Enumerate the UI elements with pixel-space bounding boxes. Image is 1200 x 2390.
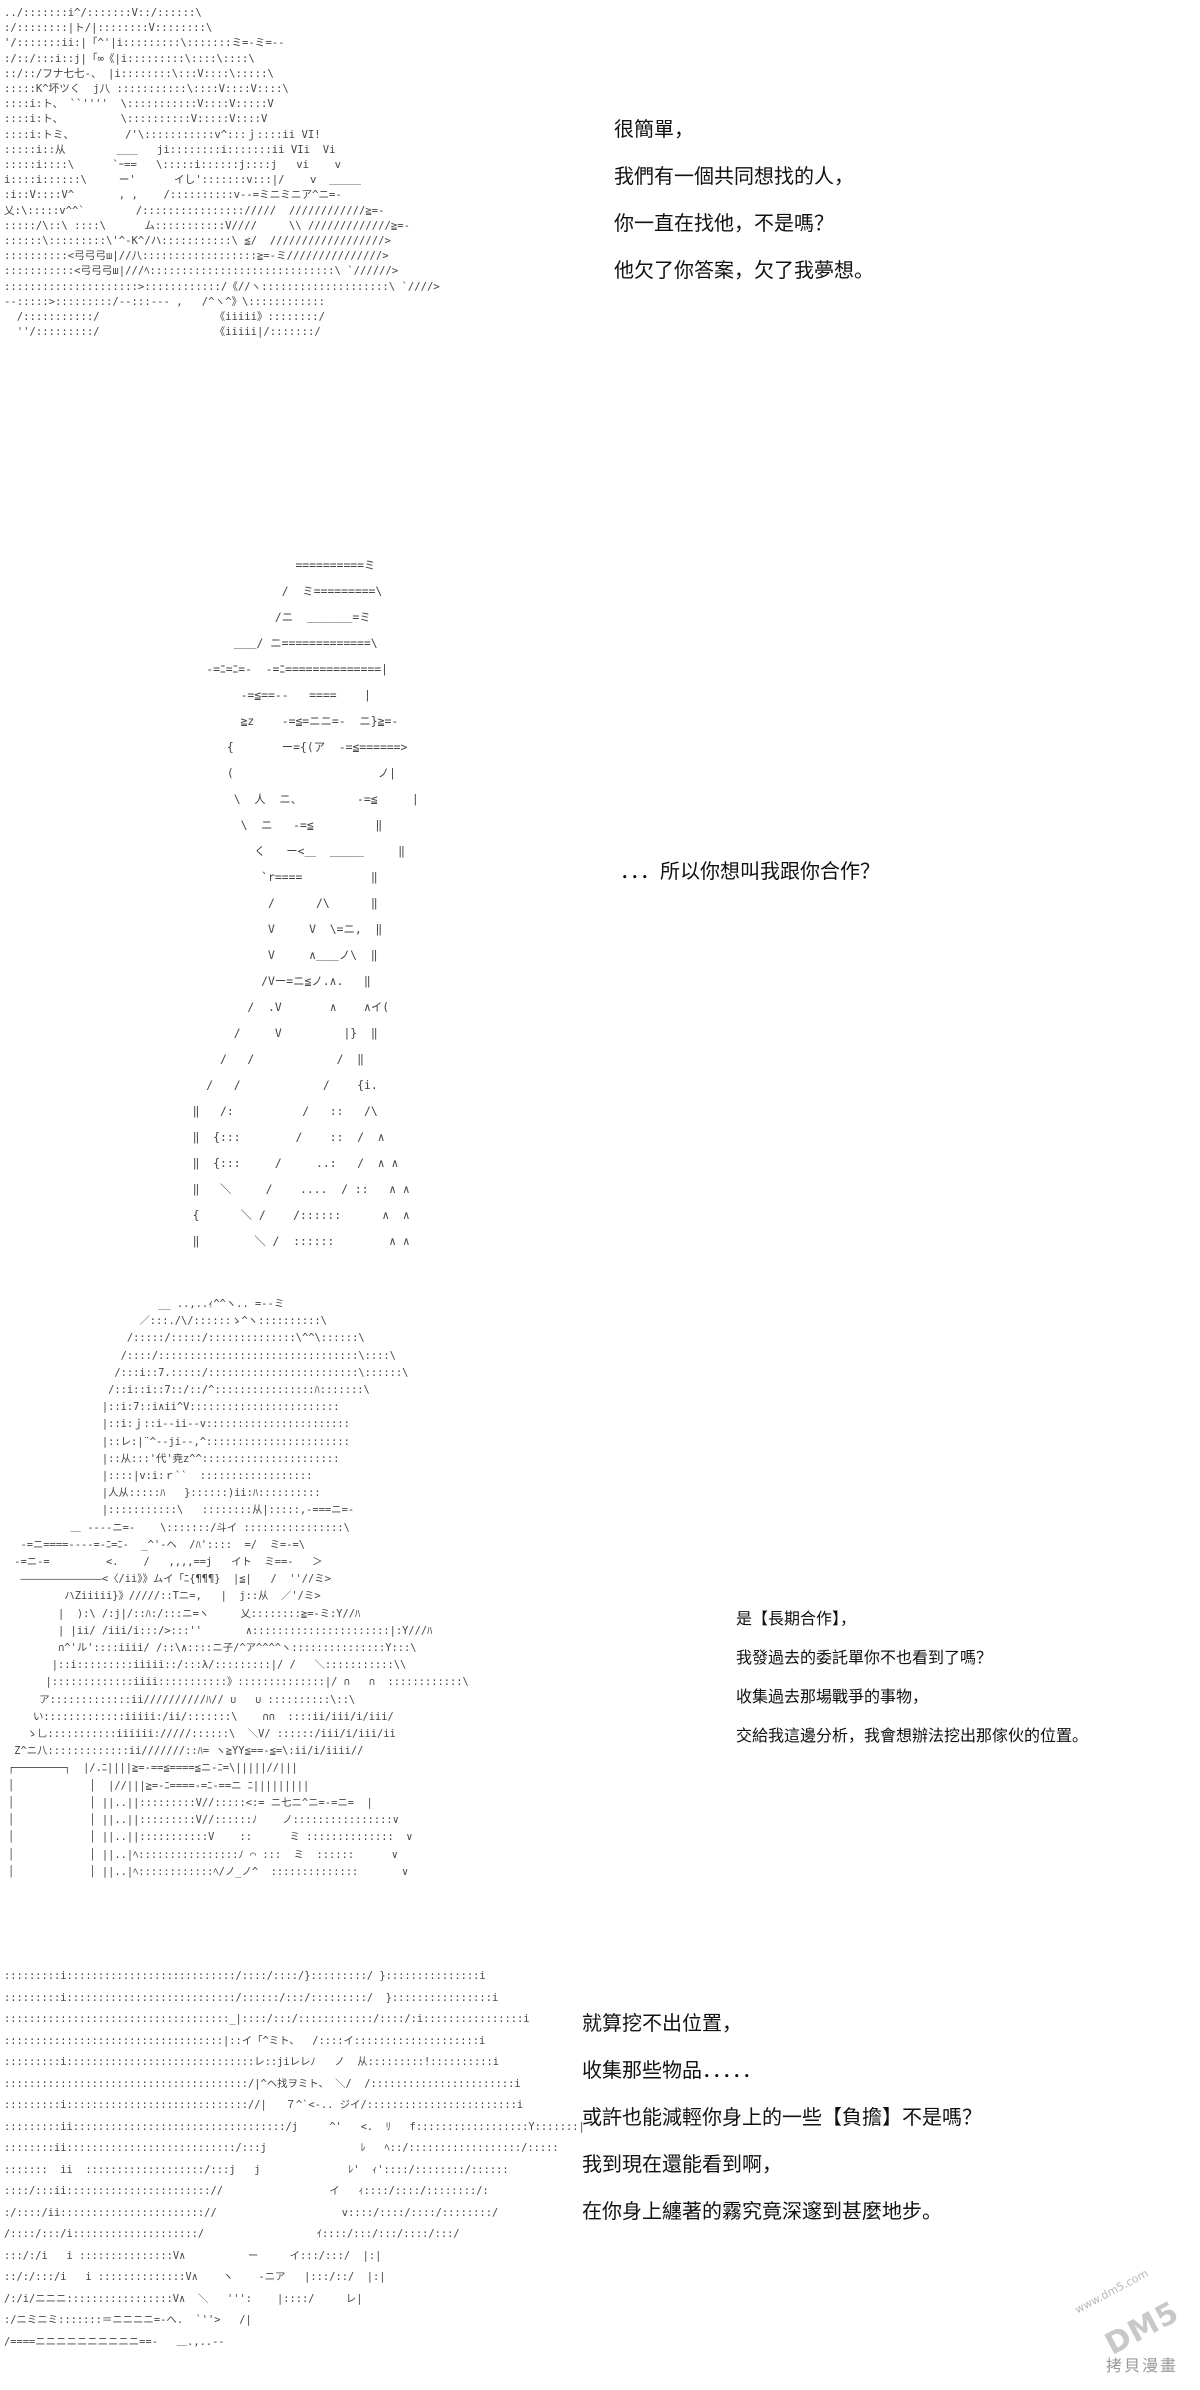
dialogue-line: 收集過去那場戰爭的事物， xyxy=(736,1687,929,1706)
dialogue-block-3: 是【長期合作】， 我發過去的委託單你不也看到了嗎？ 收集過去那場戰爭的事物， 交… xyxy=(736,1599,1088,1755)
ascii-art-seated-figure: __ ..,..ｨ^^ヽ.. =--ミ ／:::./\/::::::ゝ^ヽ:::… xyxy=(8,1298,469,1878)
dialogue-line: ．．．所以你想叫我跟你合作？ xyxy=(620,859,880,883)
panel-1: ../:::::::i^/:::::::V::/::::::\ :/::::::… xyxy=(0,0,1200,540)
dialogue-line: 你一直在找他，不是嗎？ xyxy=(614,211,834,235)
dialogue-line: 我到現在還能看到啊， xyxy=(582,2152,782,2176)
dialogue-line: 交給我這邊分析，我會想辦法挖出那傢伙的位置。 xyxy=(736,1726,1089,1745)
panel-4: :::::::::i:::::::::::::::::::::::::::/::… xyxy=(0,1930,1200,2390)
panel-3: __ ..,..ｨ^^ヽ.. =--ミ ／:::./\/::::::ゝ^ヽ:::… xyxy=(0,1260,1200,1930)
dialogue-block-2: ．．．所以你想叫我跟你合作？ xyxy=(620,848,880,895)
ascii-art-hat-figure: ==========ミ / ミ=========\ /ニ ＿＿＿＿=ミ ＿＿/ … xyxy=(192,558,419,1248)
dialogue-block-1: 很簡單， 我們有一個共同想找的人， 你一直在找他，不是嗎？ 他欠了你答案，欠了我… xyxy=(614,106,874,294)
dialogue-line: 我們有一個共同想找的人， xyxy=(614,164,854,188)
dialogue-line: 在你身上纏著的霧究竟深邃到甚麼地步。 xyxy=(582,2199,942,2223)
dialogue-line: 我發過去的委託單你不也看到了嗎？ xyxy=(736,1648,993,1667)
panel-2: ==========ミ / ミ=========\ /ニ ＿＿＿＿=ミ ＿＿/ … xyxy=(0,540,1200,1260)
dialogue-line: 是【長期合作】， xyxy=(736,1609,857,1628)
ascii-art-closeup-face: :::::::::i:::::::::::::::::::::::::::/::… xyxy=(4,1970,585,2348)
ascii-art-character-pointing: ../:::::::i^/:::::::V::/::::::\ :/::::::… xyxy=(4,7,440,339)
watermark-label: 拷貝漫畫 xyxy=(1105,2356,1178,2375)
dialogue-block-4: 就算挖不出位置， 收集那些物品．．．．． 或許也能減輕你身上的一些【負擔】不是嗎… xyxy=(582,2000,982,2235)
dialogue-line: 就算挖不出位置， xyxy=(582,2011,742,2035)
dialogue-line: 或許也能減輕你身上的一些【負擔】不是嗎？ xyxy=(582,2105,982,2129)
dialogue-line: 收集那些物品．．．．． xyxy=(582,2058,762,2082)
dialogue-line: 很簡單， xyxy=(614,117,694,141)
dialogue-line: 他欠了你答案，欠了我夢想。 xyxy=(614,258,874,282)
